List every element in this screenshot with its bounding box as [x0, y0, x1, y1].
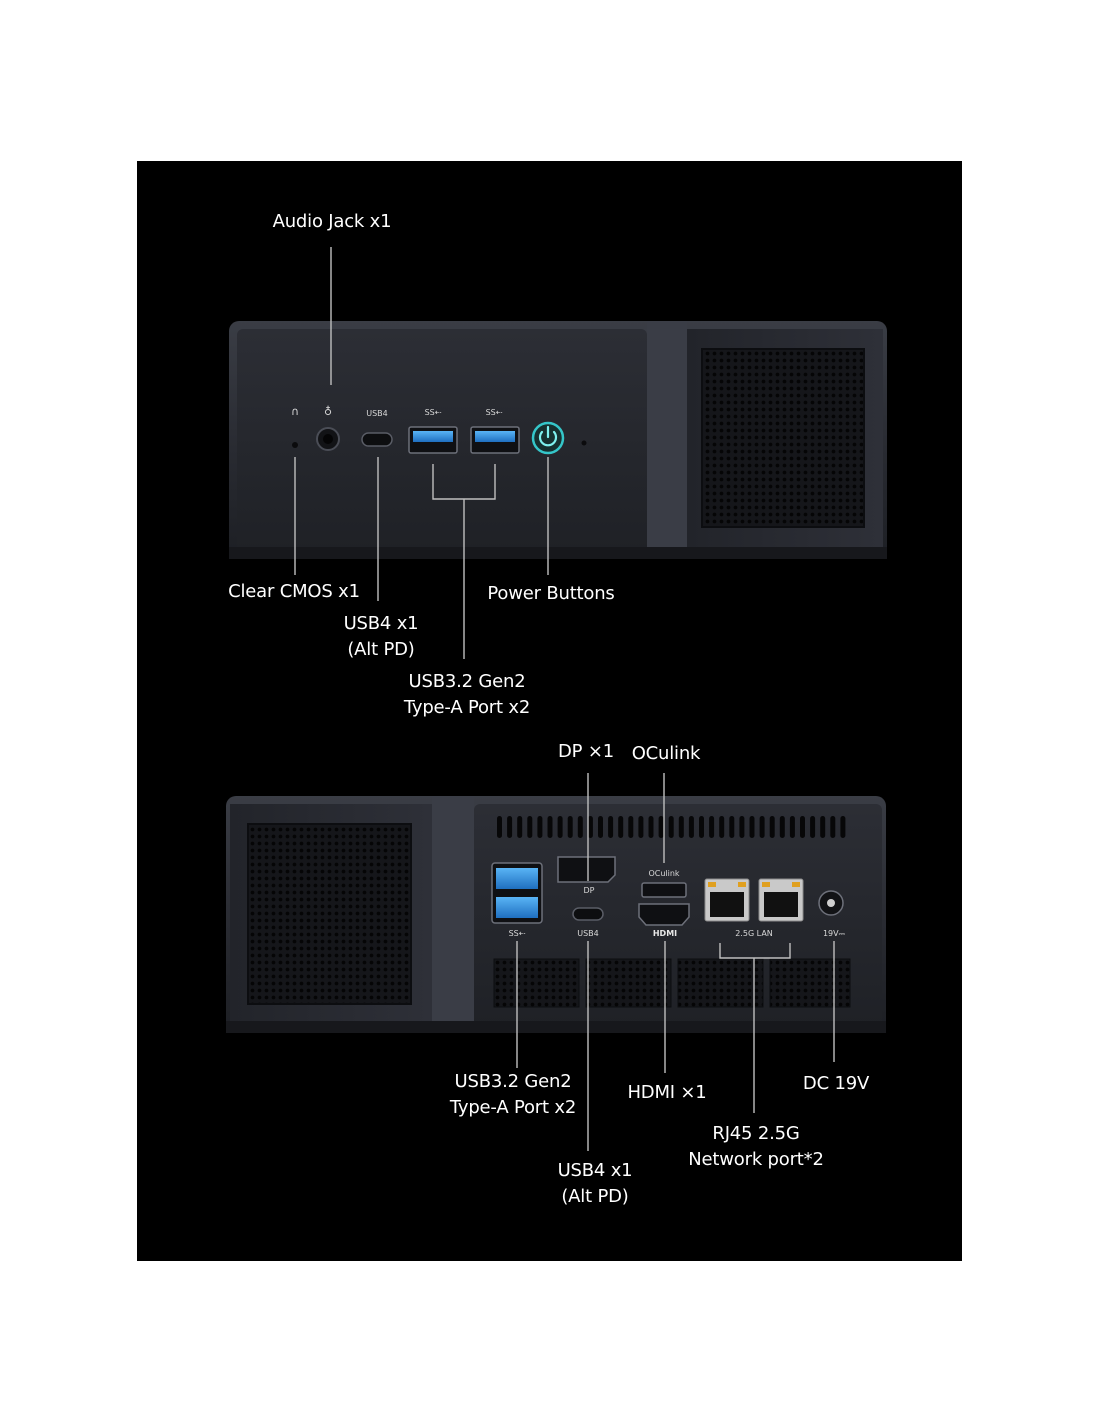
callout-front-usb32-line1: USB3.2 Gen2 [408, 671, 526, 692]
vent-slot [618, 816, 624, 838]
vent-slot [557, 816, 563, 838]
callout-rear-usb4-line1: USB4 x1 [557, 1160, 633, 1181]
vent-slot [648, 816, 654, 838]
rear-usb4-port [572, 907, 604, 921]
vent-slot [547, 816, 553, 838]
rear-usb4-label: USB4 [577, 929, 599, 938]
vent-slot [517, 816, 523, 838]
callout-front-usb32-line2: Type-A Port x2 [403, 697, 531, 718]
vent-slot [789, 816, 795, 838]
hdmi-port-label: HDMI [653, 929, 677, 938]
rear-usb3-label: SS⇠ [509, 929, 526, 938]
rear-top-vent-slots [497, 816, 846, 838]
vent-slot [840, 816, 846, 838]
callout-dc: DC 19V [802, 1073, 870, 1094]
vent-slot [709, 816, 715, 838]
rear-leader-lines [516, 773, 835, 1151]
vent-slot [567, 816, 573, 838]
callout-front-usb4-line2: (Alt PD) [347, 639, 415, 660]
headphone-icon: ∩ [291, 405, 299, 418]
vent-slot [598, 816, 603, 838]
vent-slot [587, 816, 593, 838]
vent-slot [507, 816, 513, 838]
rear-device: SS⇠ DP USB4 OCulink HDMI 2.5G LAN [226, 796, 886, 1033]
callout-front-usb4-line1: USB4 x1 [343, 613, 419, 634]
callout-rj45: RJ45 2.5G Network port*2 [667, 1121, 845, 1173]
power-led [581, 440, 587, 446]
clear-cmos-hole [292, 442, 298, 448]
front-usb4-port [361, 432, 393, 447]
vent-slot [678, 816, 684, 838]
callout-dp: DP ×1 [558, 741, 614, 762]
vent-slot [658, 816, 664, 838]
dp-port-label: DP [584, 886, 595, 895]
callout-front-usb4: USB4 x1 (Alt PD) [323, 611, 439, 663]
vent-slot [497, 816, 502, 838]
rear-side-vent [247, 823, 412, 1005]
power-icon [538, 430, 558, 447]
front-device: ∩ ♁ USB4 SS⇠ SS⇠ [229, 321, 887, 559]
hdmi-port [638, 903, 690, 926]
vent-slot [830, 816, 836, 838]
vent-slot [810, 816, 816, 838]
vent-slot [668, 816, 674, 838]
callout-rear-usb32-line2: Type-A Port x2 [449, 1097, 577, 1118]
callout-front-usb32: USB3.2 Gen2 Type-A Port x2 [389, 669, 545, 721]
vent-slot [800, 816, 805, 838]
lan-port-label: 2.5G LAN [735, 929, 773, 938]
vent-slot [779, 816, 785, 838]
oculink-port [641, 882, 687, 898]
vent-slot [769, 816, 775, 838]
vent-slot [719, 816, 725, 838]
vent-slot [759, 816, 765, 838]
vent-slot [688, 816, 694, 838]
dp-port [557, 856, 616, 883]
callout-audio-jack: Audio Jack x1 [272, 211, 392, 232]
product-panel: ∩ ♁ USB4 SS⇠ SS⇠ [137, 161, 962, 1261]
vent-slot [628, 816, 634, 838]
vent-slot [577, 816, 583, 838]
vent-slot [537, 816, 543, 838]
vent-slot [729, 816, 735, 838]
callout-rj45-line2: Network port*2 [688, 1149, 824, 1170]
callout-clear-cmos: Clear CMOS x1 [228, 581, 360, 602]
callout-rear-usb4: USB4 x1 (Alt PD) [537, 1158, 653, 1210]
front-leader-lines [294, 247, 549, 659]
callout-rear-usb32-line1: USB3.2 Gen2 [454, 1071, 572, 1092]
front-corner-edge [647, 321, 687, 559]
vent-slot [638, 816, 644, 838]
mic-icon: ♁ [324, 405, 332, 418]
vent-slot [820, 816, 826, 838]
callout-rj45-line1: RJ45 2.5G [712, 1123, 800, 1144]
vent-slot [699, 816, 704, 838]
vent-slot [608, 816, 614, 838]
callout-rear-usb32: USB3.2 Gen2 Type-A Port x2 [435, 1069, 591, 1121]
device-illustration: ∩ ♁ USB4 SS⇠ SS⇠ [226, 247, 887, 1151]
front-side-vent [701, 348, 865, 528]
front-usb3-a-label: SS⇠ [425, 408, 442, 417]
oculink-port-label: OCulink [648, 869, 679, 878]
callout-oculink: OCulink [631, 743, 701, 764]
callout-rear-usb4-line2: (Alt PD) [561, 1186, 629, 1207]
vent-slot [527, 816, 533, 838]
callout-power-buttons: Power Buttons [487, 583, 615, 604]
rear-corner-edge [432, 796, 474, 1033]
front-usb3-b-label: SS⇠ [486, 408, 503, 417]
vent-slot [739, 816, 745, 838]
rear-bottom-vents [493, 958, 851, 1008]
vent-slot [749, 816, 755, 838]
callout-hdmi: HDMI ×1 [627, 1082, 707, 1103]
front-usb4-label: USB4 [366, 409, 388, 418]
dc-jack-label: 19V⎓ [823, 929, 846, 938]
